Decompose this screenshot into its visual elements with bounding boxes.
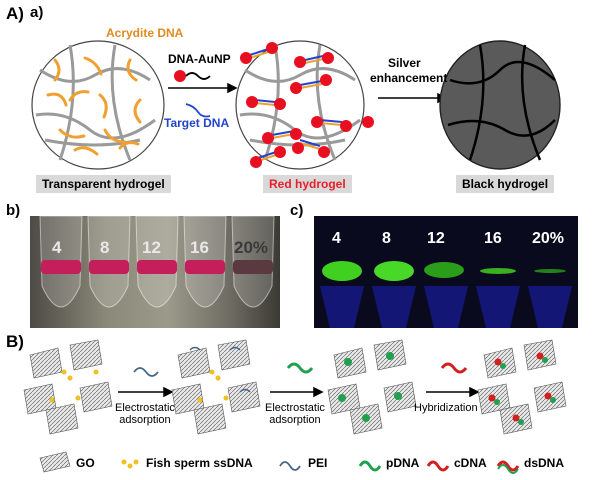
panel-b-photo: 4 8 12 16 20% [30,216,280,328]
legend-ssdna-icon [121,459,139,469]
legend-cdna-icon [426,460,450,472]
tube-c-label-5: 20% [532,230,565,247]
step-1-line-1: Electrostatic [115,402,175,414]
enhancement-label: enhancement [370,71,448,85]
dna-aunp-label: DNA-AuNP [168,52,231,66]
legend-dsdna-icon [496,460,520,474]
legend-go-label: GO [76,456,95,470]
step-2-label: Electrostatic adsorption [265,402,325,426]
target-dna-label: Target DNA [164,116,230,130]
tube-b-label-5: 20% [234,238,269,257]
legend-dsdna-label: dsDNA [524,456,565,470]
step-1-label: Electrostatic adsorption [115,402,175,426]
go-network-3 [327,339,417,435]
caption-transparent-hydrogel: Transparent hydrogel [36,175,171,193]
panel-c-photo: 4 8 12 16 20% [314,216,578,328]
target-dna-icon [185,103,211,118]
tube-c-label-1: 4 [332,230,341,247]
tube-b-label-3: 12 [142,238,161,257]
tubes-b [39,216,275,308]
arrow-b-3 [426,386,480,398]
step-1-line-2: adsorption [119,414,171,426]
go-network-4 [477,339,567,435]
step-2-line-2: adsorption [269,414,321,426]
transparent-hydrogel-diagram [31,40,165,170]
panel-a-letter: A) [6,4,24,23]
red-hydrogel-diagram [235,40,374,170]
silver-label: Silver [388,56,421,70]
legend-pei-label: PEI [308,456,328,470]
cdna-icon-arrow [440,362,468,374]
panel-c-letter: c) [290,202,304,219]
legend-pdna-label: pDNA [386,456,420,470]
caption-red-hydrogel: Red hydrogel [263,175,352,193]
panel-a-sub-letter: a) [30,4,44,21]
pei-icon-arrow [133,367,159,377]
legend-pdna-icon [358,460,382,472]
tube-b-label-4: 16 [190,238,209,257]
tube-c-label-3: 12 [427,230,445,247]
tubes-c [320,261,572,328]
panel-b-letter: b) [6,202,21,219]
step-2-line-1: Electrostatic [265,402,325,414]
step-3-label: Hybridization [414,402,478,414]
caption-black-hydrogel: Black hydrogel [456,175,555,193]
tube-c-label-2: 8 [382,230,391,247]
go-network-1 [23,339,113,435]
legend-ssdna-label: Fish sperm ssDNA [146,456,253,470]
legend-pei-icon [279,461,301,471]
go-network-2 [171,339,261,435]
arrow-b-1 [118,386,174,398]
legend-cdna-label: cDNA [454,456,487,470]
arrow-1 [168,82,238,94]
tube-b-label-1: 4 [52,238,62,257]
legend-go-icon [39,451,71,473]
tube-c-label-4: 16 [484,230,502,247]
pdna-icon-arrow [286,362,314,374]
black-hydrogel-diagram [439,40,561,170]
acrydite-dna-label: Acrydite DNA [106,26,184,40]
panel-b-upper-letter: B) [6,332,24,351]
arrow-b-2 [270,386,324,398]
dna-aunp-icon [174,70,211,82]
tube-b-label-2: 8 [100,238,110,257]
